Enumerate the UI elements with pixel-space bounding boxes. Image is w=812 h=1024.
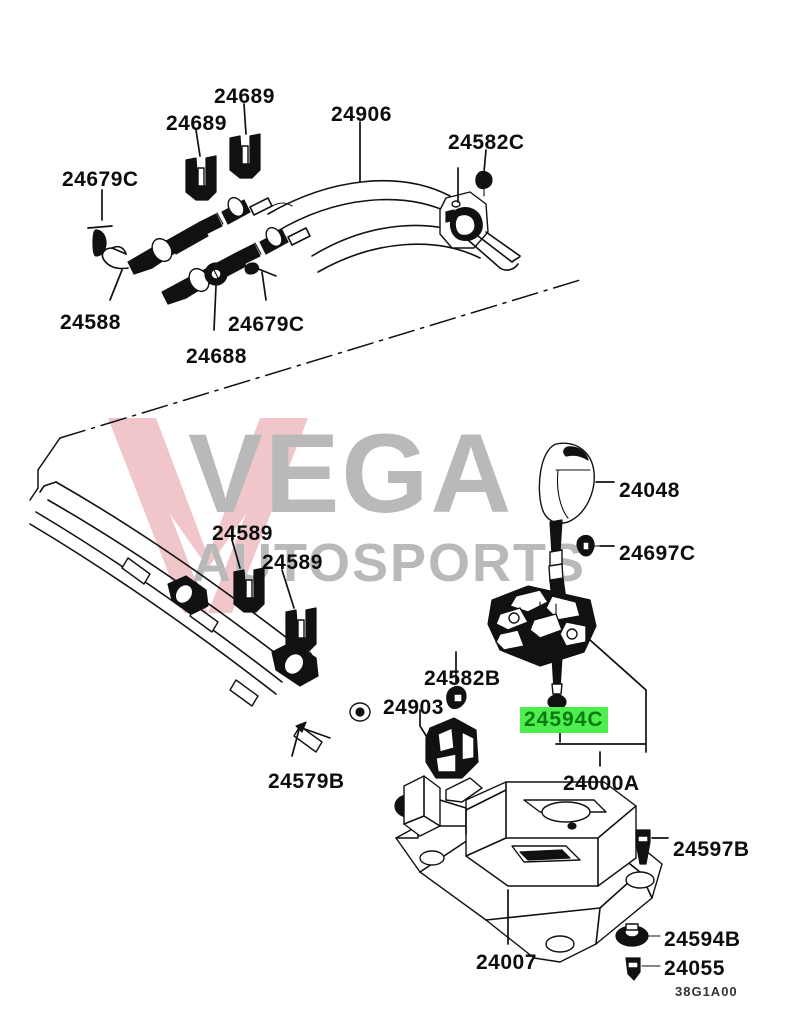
part-end-bracket-24582c — [439, 191, 521, 271]
part-24689-clip-b — [229, 133, 261, 179]
part-label-24906: 24906 — [331, 103, 392, 126]
part-24679c-washer-left — [92, 229, 107, 257]
section-divider — [29, 279, 581, 501]
cable-end-eye-upper — [349, 702, 371, 722]
part-24589-clip-a — [233, 567, 265, 613]
cable-grommet-upper — [167, 575, 209, 615]
part-label-24679c-top: 24679C — [62, 168, 139, 191]
part-24582b-clip — [446, 685, 467, 709]
part-24594b-grommet — [615, 923, 661, 947]
part-label-24597b: 24597B — [673, 838, 750, 861]
part-24903-bracket — [425, 717, 479, 779]
cable-fitting-lower — [161, 226, 311, 305]
part-24589-clip-b — [285, 607, 317, 653]
part-label-24582c: 24582C — [448, 131, 525, 154]
part-label-24594b: 24594B — [664, 928, 741, 951]
part-label-24679c-bottom: 24679C — [228, 313, 305, 336]
top-cable-assembly — [87, 103, 521, 331]
shift-lever-shaft — [548, 519, 567, 603]
part-label-24589-a: 24589 — [212, 522, 273, 545]
part-label-24589-b: 24589 — [262, 551, 323, 574]
part-label-24579b: 24579B — [268, 770, 345, 793]
cable-fitting-upper — [127, 196, 293, 275]
part-24582c-bolt — [475, 170, 493, 197]
part-24055-bolt — [625, 957, 661, 981]
part-label-24697c: 24697C — [619, 542, 696, 565]
part-label-24689-a: 24689 — [166, 112, 227, 135]
bottom-shift-assembly — [29, 442, 669, 981]
part-label-24048: 24048 — [619, 479, 680, 502]
part-24679c-pin-right — [244, 262, 277, 277]
part-label-24582b: 24582B — [424, 667, 501, 690]
part-24689-clip-a — [185, 155, 217, 201]
diagram-sheet-code: 38G1A00 — [675, 984, 738, 999]
part-label-24588: 24588 — [60, 311, 121, 334]
part-24688-bushing — [204, 262, 228, 286]
part-24007-base-plate — [395, 775, 663, 963]
part-label-24688: 24688 — [186, 345, 247, 368]
part-label-24689-b: 24689 — [214, 85, 275, 108]
part-24697c-pin — [576, 534, 607, 557]
cable-grommet-lower — [271, 641, 319, 687]
part-24048-shift-knob — [538, 442, 595, 524]
part-24000a-lever-housing — [487, 585, 597, 695]
part-label-24007: 24007 — [476, 951, 537, 974]
part-label-24000a: 24000A — [563, 772, 640, 795]
part-label-24055: 24055 — [664, 957, 725, 980]
part-label-24903: 24903 — [383, 696, 444, 719]
part-label-24594c-highlighted: 24594C — [520, 707, 608, 733]
